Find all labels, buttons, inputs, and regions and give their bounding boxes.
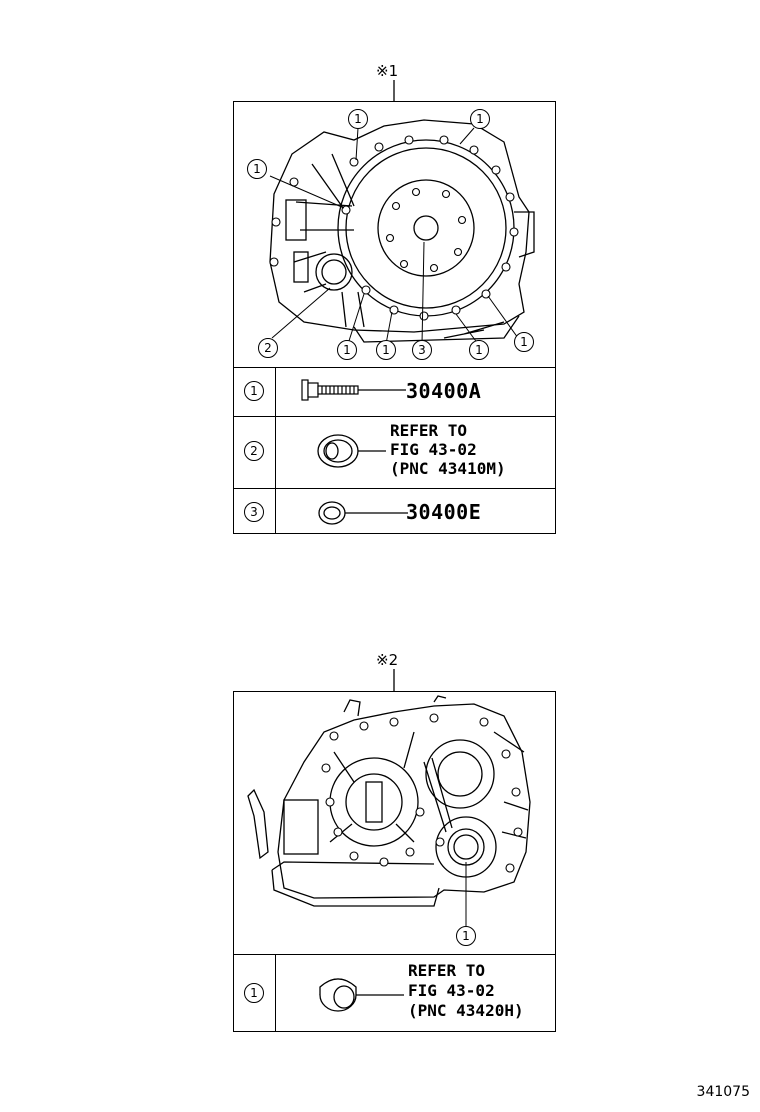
bottom-legend-row-1: 1 REFER TO FIG 43-02 (PNC 43420H): [234, 954, 555, 1032]
callout-1-top-left-inner: 1: [348, 109, 368, 129]
top-panel-marker: ※1: [376, 62, 399, 80]
figure-id: 341075: [696, 1084, 750, 1100]
callout-1-bottom-right: 1: [514, 332, 534, 352]
small-seal-icon: [318, 501, 408, 525]
legend-num: 3: [244, 502, 264, 522]
callout-1-bottom-b: 1: [376, 340, 396, 360]
top-legend-row-2: 2 REFER TO FIG 43-02 (PNC 43410M): [234, 416, 555, 488]
ref-line-3: (PNC 43420H): [408, 1001, 524, 1020]
ref-line-3: (PNC 43410M): [390, 459, 506, 478]
callout-1-left: 1: [247, 159, 267, 179]
callout-1-bottom-a: 1: [337, 340, 357, 360]
bottom-panel: 1 1 REFER TO FIG 43-02 (PNC 43420H): [233, 691, 556, 1032]
oil-seal-icon: [319, 978, 404, 1012]
legend-num: 1: [244, 983, 264, 1003]
callout-1-top-right: 1: [470, 109, 490, 129]
ref-line-2: FIG 43-02: [390, 440, 477, 459]
legend-num: 2: [244, 441, 264, 461]
part-number-30400E: 30400E: [406, 500, 482, 524]
top-marker-leader: [393, 80, 395, 102]
top-legend-row-3: 3 30400E: [234, 488, 555, 534]
ref-line-1: REFER TO: [408, 961, 486, 980]
callout-2-differential-seal: 2: [258, 338, 278, 358]
ref-line-2: FIG 43-02: [408, 981, 495, 1000]
top-panel: 1 1 1 1 2 1 1 3 1 1 1 30400A 2: [233, 101, 556, 534]
bottom-panel-marker: ※2: [376, 651, 399, 669]
callout-3-input-seal: 3: [412, 340, 432, 360]
callout-1-bottom-c: 1: [469, 340, 489, 360]
callout-1-seal: 1: [456, 926, 476, 946]
legend-num: 1: [244, 381, 264, 401]
part-number-30400A: 30400A: [406, 379, 482, 403]
top-legend-row-1: 1 30400A: [234, 367, 555, 416]
transaxle-housing-drawing: [269, 119, 535, 345]
oil-seal-icon: [317, 434, 386, 468]
ref-line-1: REFER TO: [390, 421, 468, 440]
bottom-marker-leader: [393, 669, 395, 691]
transaxle-side-drawing: [247, 695, 531, 928]
bolt-icon: [301, 379, 406, 401]
